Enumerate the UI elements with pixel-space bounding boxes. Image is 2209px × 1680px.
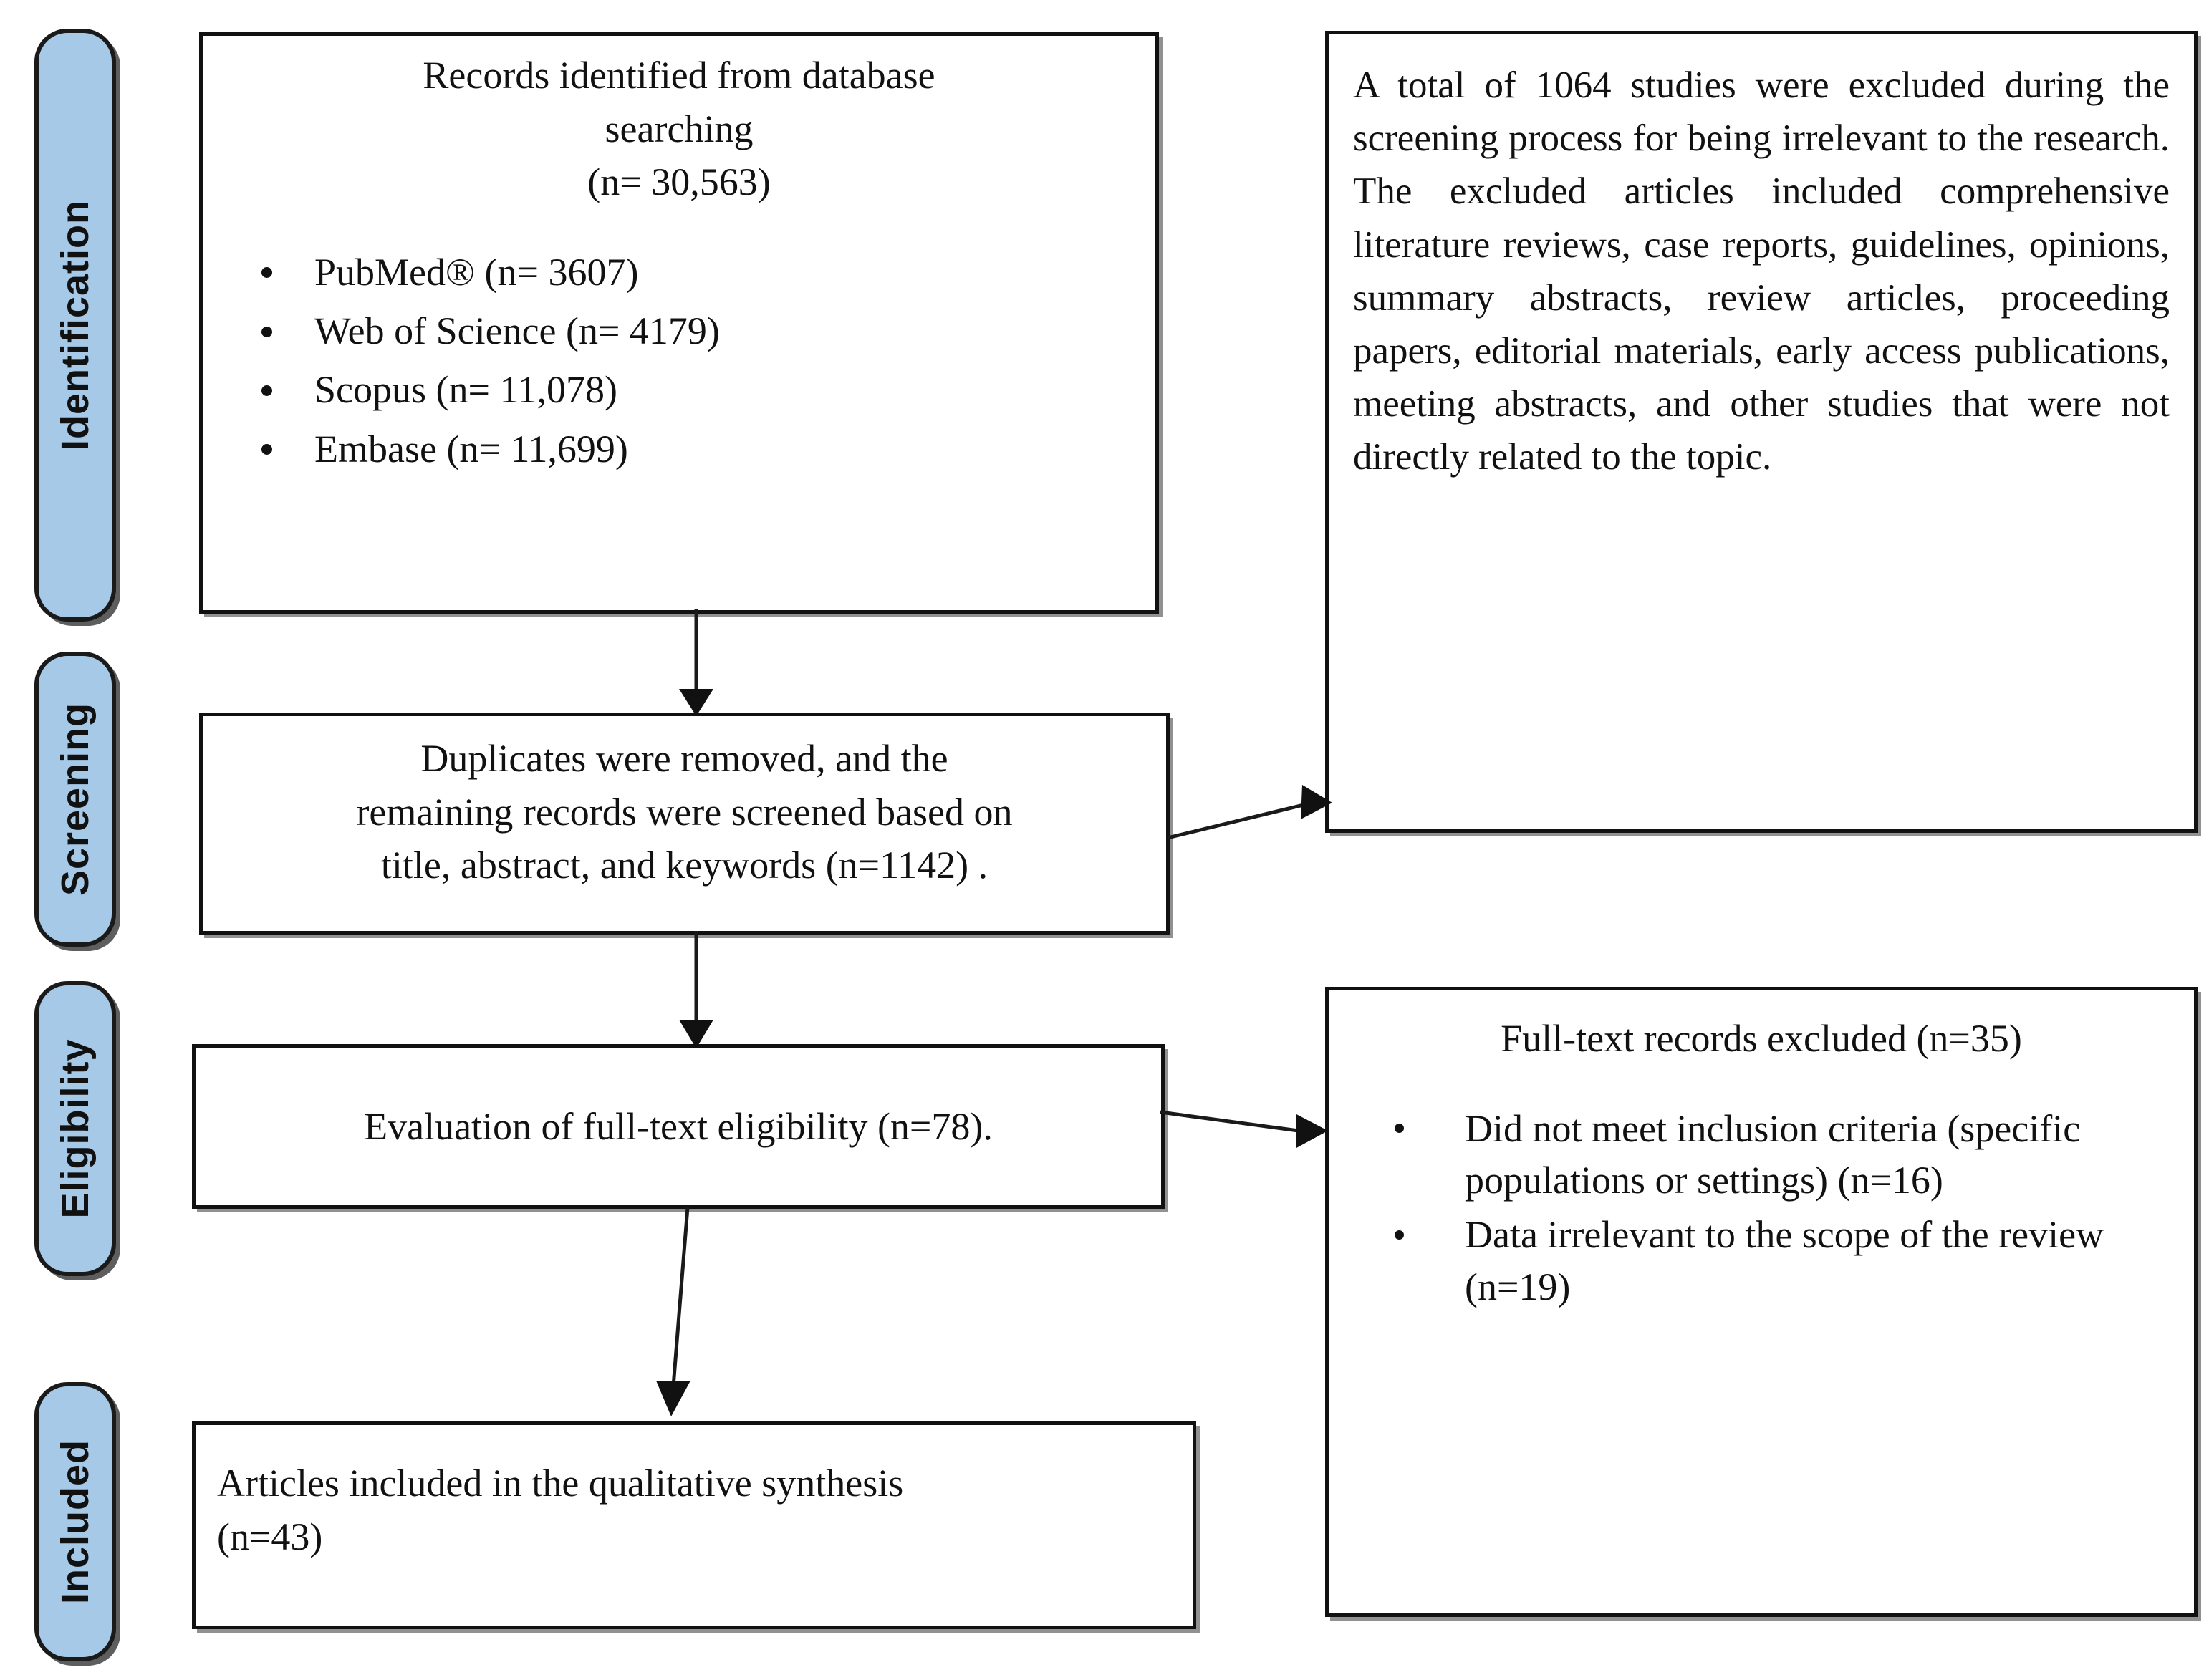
eligibility-line1: Evaluation of full-text eligibility (n=7…: [364, 1104, 993, 1148]
list-item: Embase (n= 11,699): [221, 423, 1137, 475]
stage-label-screening: Screening: [54, 702, 97, 897]
database-source-web-of-science: Web of Science (n= 4179): [314, 309, 720, 352]
stage-pill-included: Included: [34, 1382, 116, 1661]
box-records-identified: Records identified from database searchi…: [199, 32, 1159, 614]
database-source-list: PubMed® (n= 3607) Web of Science (n= 417…: [221, 246, 1137, 475]
fulltext-excluded-heading: Full-text records excluded (n=35): [1501, 1017, 2022, 1060]
records-identified-heading-line2: searching: [605, 107, 754, 150]
records-identified-heading-line1: Records identified from database: [423, 54, 935, 97]
list-item: Scopus (n= 11,078): [221, 364, 1137, 415]
list-item: Data irrelevant to the scope of the revi…: [1350, 1209, 2172, 1313]
stage-label-identification: Identification: [54, 200, 97, 450]
bullet-dot-icon: [261, 267, 272, 279]
exclusion-reason-scope: Data irrelevant to the scope of the revi…: [1465, 1213, 2104, 1308]
arrow-screening-to-eligibility: [645, 931, 759, 1056]
screening-line3: title, abstract, and keywords (n=1142) .: [380, 844, 988, 887]
arrow-eligibility-to-fulltext-excluded: [1160, 1088, 1336, 1174]
stage-label-included: Included: [54, 1439, 97, 1605]
bullet-dot-icon: [261, 326, 272, 337]
stage-pill-screening: Screening: [34, 652, 116, 947]
screening-line2: remaining records were screened based on: [356, 790, 1013, 834]
list-item: Web of Science (n= 4179): [221, 305, 1137, 357]
database-source-pubmed: PubMed® (n= 3607): [314, 250, 639, 294]
arrow-eligibility-to-included: [630, 1207, 731, 1422]
database-source-embase: Embase (n= 11,699): [314, 427, 628, 470]
bullet-dot-icon: [1395, 1124, 1404, 1134]
box-eligibility: Evaluation of full-text eligibility (n=7…: [192, 1044, 1165, 1209]
fulltext-exclusion-reason-list: Did not meet inclusion criteria (specifi…: [1350, 1103, 2172, 1313]
box-included: Articles included in the qualitative syn…: [192, 1421, 1196, 1629]
included-line1: Articles included in the qualitative syn…: [217, 1462, 904, 1505]
bullet-dot-icon: [1395, 1230, 1404, 1240]
records-identified-count: (n= 30,563): [587, 160, 771, 204]
bullet-dot-icon: [261, 444, 272, 455]
list-item: PubMed® (n= 3607): [221, 246, 1137, 298]
box-fulltext-excluded: Full-text records excluded (n=35) Did no…: [1325, 987, 2198, 1617]
included-line2: (n=43): [217, 1515, 323, 1558]
stage-label-eligibility: Eligibility: [54, 1038, 97, 1219]
screening-line1: Duplicates were removed, and the: [420, 737, 948, 780]
list-item: Did not meet inclusion criteria (specifi…: [1350, 1103, 2172, 1207]
box-screening: Duplicates were removed, and the remaini…: [199, 713, 1170, 935]
arrow-screening-to-screening-excluded: [1167, 759, 1339, 852]
database-source-scopus: Scopus (n= 11,078): [314, 368, 617, 412]
stage-pill-eligibility: Eligibility: [34, 981, 116, 1276]
stage-pill-identification: Identification: [34, 29, 116, 622]
box-screening-excluded: A total of 1064 studies were excluded du…: [1325, 31, 2198, 833]
screening-excluded-paragraph: A total of 1064 studies were excluded du…: [1353, 64, 2170, 478]
exclusion-reason-criteria: Did not meet inclusion criteria (specifi…: [1465, 1106, 2081, 1202]
bullet-dot-icon: [261, 385, 272, 396]
arrow-identification-to-screening: [645, 609, 759, 723]
